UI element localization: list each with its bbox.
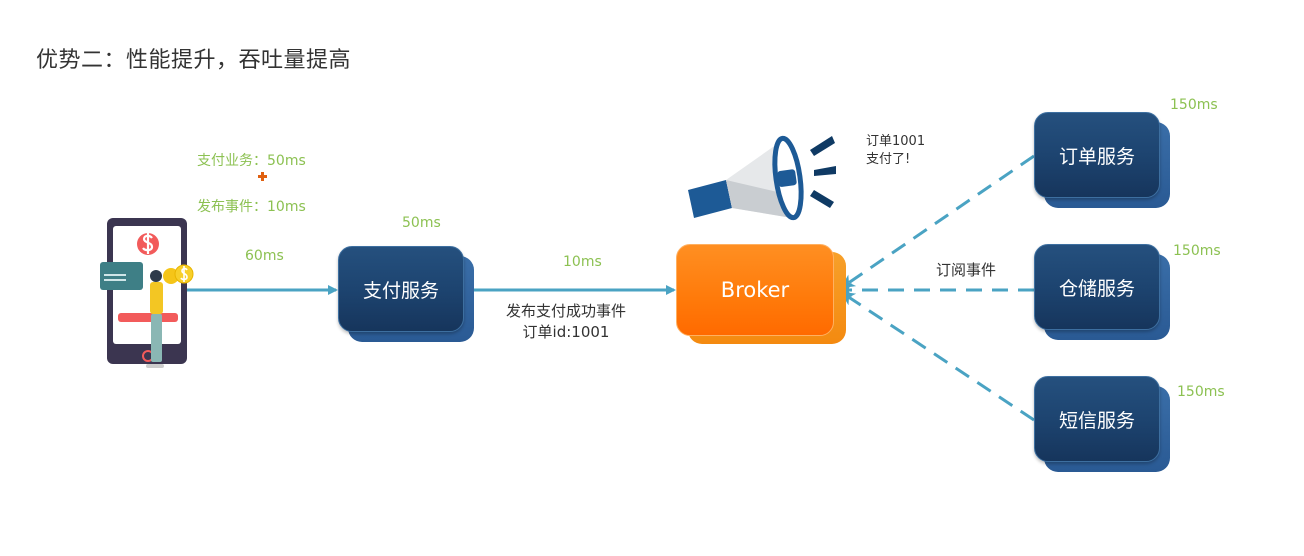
publish-event-timing: 发布事件：10ms	[197, 199, 306, 215]
broker-label: Broker	[676, 244, 834, 336]
publish-timing: 10ms	[563, 254, 602, 270]
total-timing: 60ms	[245, 248, 284, 264]
megaphone-icon	[680, 120, 840, 230]
payment-service-label: 支付服务	[338, 246, 464, 332]
order-service-timing: 150ms	[1170, 97, 1218, 113]
announcement-line2: 支付了!	[866, 152, 911, 167]
payment-service-node[interactable]: 支付服务	[338, 246, 474, 342]
publish-event-label: 发布支付成功事件	[505, 302, 626, 320]
sms-service-subscribe-line	[840, 291, 1035, 422]
order-service-subscribe-line	[840, 154, 1035, 289]
sms-service-label: 短信服务	[1034, 376, 1160, 462]
payment-service-timing: 50ms	[402, 215, 441, 231]
slide-title: 优势二：性能提升，吞吐量提高	[36, 48, 352, 73]
warehouse-service-label: 仓储服务	[1034, 244, 1160, 330]
broker-node[interactable]: Broker	[676, 244, 846, 344]
sms-service-timing: 150ms	[1177, 384, 1225, 400]
cursor-crosshair-icon	[258, 172, 267, 181]
mobile-payment-illustration	[98, 216, 198, 376]
order-service-label: 订单服务	[1034, 112, 1160, 198]
announcement-text: 订单1001 支付了!	[866, 133, 925, 169]
phone-icon	[100, 218, 194, 368]
announcement-line1: 订单1001	[866, 134, 926, 149]
order-id-label: 订单id:1001	[522, 323, 610, 341]
warehouse-service-timing: 150ms	[1173, 243, 1221, 259]
order-service-node[interactable]: 订单服务	[1034, 112, 1170, 208]
sms-service-node[interactable]: 短信服务	[1034, 376, 1170, 472]
publish-edge-label: 发布支付成功事件 订单id:1001	[486, 301, 646, 343]
warehouse-service-node[interactable]: 仓储服务	[1034, 244, 1170, 340]
subscribe-event-label: 订阅事件	[936, 261, 997, 279]
pay-business-timing: 支付业务：50ms	[197, 153, 306, 169]
